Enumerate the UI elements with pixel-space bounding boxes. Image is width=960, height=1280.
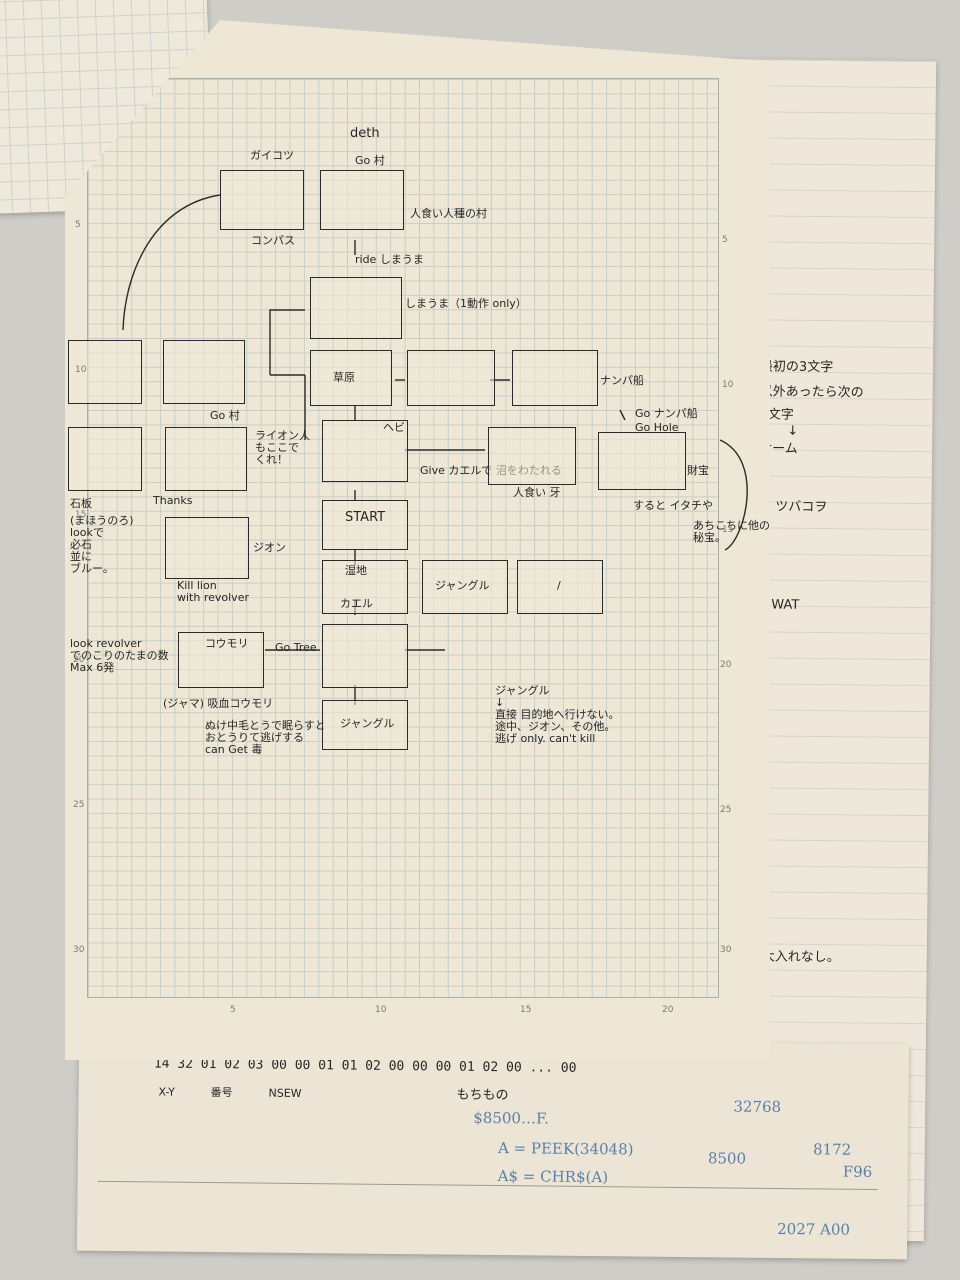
zebra-label: しまうま（1動作 only）	[405, 297, 527, 310]
start-room	[322, 500, 408, 550]
back-note-line: 最初の3文字	[759, 359, 834, 376]
river-room	[407, 350, 495, 406]
skeleton-label: ガイコツ	[250, 149, 294, 162]
zebra-room	[310, 277, 402, 339]
weasel-label: すると イタチや	[633, 499, 714, 512]
grid-tick: 25	[73, 800, 85, 810]
back-note-line: 以外あったら次の	[759, 384, 864, 401]
hex-row: 14 32 01 02 03 00 00 01 01 02 00 00 00 0…	[153, 1056, 577, 1076]
bottom-rule	[97, 1180, 878, 1191]
stone-note: (まほうのろ) lookで 必石 並に ブルー。	[70, 514, 134, 575]
bat-note-2: ぬけ中毛とうで眠らすと おとうりて逃げする can Get 毒	[205, 719, 326, 756]
go-village-label: Go 村	[355, 154, 385, 167]
skeleton-room	[220, 170, 304, 230]
grid-tick: 20	[720, 660, 732, 670]
lion-room	[165, 517, 249, 579]
treasure-room	[598, 432, 686, 490]
main-map-sheet: ガイコツ コンパス deth Go 村 人食い人種の村 ride しまうま しま…	[65, 20, 770, 1060]
go-village-arrow-label: Go 村	[210, 409, 240, 422]
village-label: 人食い人種の村	[410, 207, 487, 220]
grid-tick: 10	[375, 1005, 387, 1015]
empty-room	[517, 560, 603, 614]
tree-room	[322, 624, 408, 688]
jungle-room-1	[422, 560, 508, 614]
grid-tick: 5	[75, 220, 81, 230]
village-room	[320, 170, 404, 230]
bat-label: コウモリ	[205, 637, 249, 650]
swamp-room	[322, 560, 408, 614]
grid-tick: 10	[75, 365, 87, 375]
grid-tick: 15	[722, 525, 734, 535]
lionman-room	[165, 427, 247, 491]
grassland-label: 草原	[333, 371, 355, 384]
code-number: F96	[842, 1162, 873, 1181]
grid-tick: 5	[230, 1005, 236, 1015]
jungle-room-2	[322, 700, 408, 750]
grid-tick: 20	[73, 655, 85, 665]
back-note-line: 大入れなし。	[761, 949, 840, 966]
huts-room	[163, 340, 245, 404]
stone-room	[68, 427, 142, 491]
treasure-label: 財宝	[687, 464, 709, 477]
death-label: deth	[350, 126, 380, 141]
ride-label: ride しまうま	[355, 253, 424, 266]
back-note-arrow: ↓	[787, 423, 799, 439]
code-line: A$ = CHR$(A)	[497, 1167, 609, 1187]
hex-label-nsew: NSEW	[268, 1086, 302, 1100]
cliff-room	[68, 340, 142, 404]
lionman-label: ライオン人 もここで くれ！	[255, 429, 310, 466]
frog-label: カエル	[340, 597, 373, 610]
code-line: A = PEEK(34048)	[497, 1139, 634, 1159]
start-label: START	[345, 510, 386, 525]
swamp-label: 湿地	[345, 564, 367, 577]
go-ship-label: Go ナンパ船	[635, 407, 698, 420]
hex-label-no: 番号	[210, 1086, 233, 1100]
ship-label: ナンパ船	[600, 374, 644, 387]
snake-label: ヘビ	[383, 421, 405, 434]
grid-tick: 5	[722, 235, 728, 245]
side-treasure-label: あちこちに他の 秘宝。	[693, 519, 770, 544]
stone-label: 石板	[70, 497, 92, 510]
bottom-notes-sheet: 14 32 01 02 03 00 00 01 01 02 00 00 00 0…	[76, 1035, 910, 1260]
bat-note: (ジャマ) 吸血コウモリ	[163, 697, 274, 710]
grid-tick: 10	[722, 380, 734, 390]
ship-room	[512, 350, 598, 406]
grid-tick: 30	[720, 945, 732, 955]
grid-tick: 25	[720, 805, 732, 815]
thanks-label: Thanks	[153, 494, 193, 507]
empty-room-mark: /	[557, 579, 561, 592]
grid-tick: 15	[75, 510, 87, 520]
go-tree-label: Go Tree	[275, 641, 317, 654]
jungle-label-1: ジャングル	[435, 579, 490, 592]
hex-label-items: もちもの	[456, 1087, 509, 1104]
hex-label-xy: X-Y	[158, 1085, 176, 1099]
bat-room	[178, 632, 264, 688]
lake-label: 人食い 牙	[513, 486, 561, 499]
footer-note: 2027 A00	[777, 1219, 851, 1239]
grid-tick: 30	[73, 945, 85, 955]
lion-label: ジオン	[253, 541, 286, 554]
lake-room	[488, 427, 576, 485]
grid-tick: 20	[662, 1005, 674, 1015]
snake-room	[322, 420, 408, 482]
jungle-label-2: ジャングル	[340, 717, 395, 730]
kill-lion-label: Kill lion with revolver	[177, 579, 249, 604]
code-number: 32768	[733, 1097, 782, 1117]
grassland-room	[310, 350, 392, 406]
grid-tick: 15	[520, 1005, 532, 1015]
go-hole-label: Go Hole	[635, 421, 679, 434]
code-number: 8500	[707, 1149, 747, 1168]
code-number: 8172	[812, 1140, 852, 1159]
jungle-note: ジャングル ↓ 直接 目的地へ行けない。 途中、ジオン、その他。 逃げ only…	[495, 684, 620, 745]
code-line: $8500…F.	[473, 1108, 549, 1128]
revolver-note: look revolver でのこりのたまの数 Max 6発	[70, 637, 169, 674]
compass-label: コンパス	[251, 234, 295, 247]
